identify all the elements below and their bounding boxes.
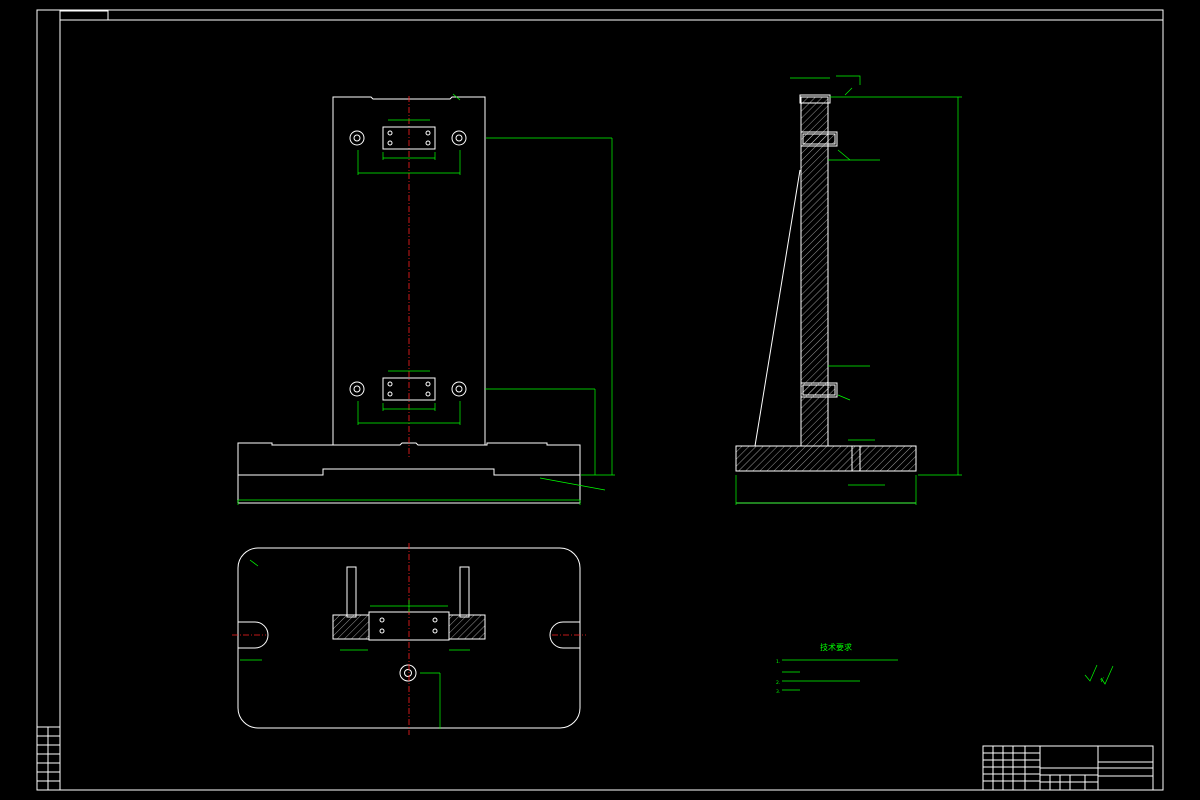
- upper-right-bolt-hole: [451, 130, 467, 146]
- side-view: [735, 75, 962, 505]
- plan-view-left-post: [346, 566, 357, 618]
- plan-view-right-post: [459, 566, 470, 618]
- plan-view-right-u-slot: [549, 621, 580, 649]
- side-view-dimension-lines: [735, 75, 962, 505]
- tech-req-item-3: 3.: [776, 689, 780, 695]
- upper-locator-block: [382, 126, 436, 150]
- plan-view-left-u-slot: [238, 621, 269, 649]
- front-view-upper-locator: [349, 119, 467, 175]
- technical-requirements: 技术要求 1. 2. 3.: [776, 642, 898, 695]
- plan-view-center-hole: [399, 664, 417, 682]
- upper-left-bolt-hole: [349, 130, 365, 146]
- surface-finish-symbol: √: [1084, 664, 1114, 685]
- side-view-upper-pin: [800, 131, 838, 147]
- lower-left-bolt-hole: [349, 381, 365, 397]
- front-view-dimension-lines: [237, 93, 615, 505]
- plan-view-right-clamp: [448, 614, 486, 640]
- left-revision-strip: [36, 726, 61, 791]
- corner-label-box: [59, 10, 109, 21]
- tech-req-item-1: 1.: [776, 659, 780, 665]
- front-view-lower-locator: [349, 370, 467, 425]
- plan-view: [232, 543, 586, 735]
- lower-right-bolt-hole: [451, 381, 467, 397]
- side-view-top-cap: [799, 94, 831, 104]
- lower-locator-block: [382, 377, 436, 401]
- side-view-base-hatch: [735, 445, 917, 472]
- tech-req-title: 技术要求: [820, 642, 852, 652]
- side-view-lower-pin: [800, 382, 838, 398]
- front-view: [237, 93, 615, 505]
- plan-view-dimension-lines: [240, 559, 470, 729]
- title-block: [982, 745, 1154, 791]
- side-view-base-slot: [851, 445, 861, 472]
- outer-sheet-border: [36, 9, 1164, 791]
- surface-finish-mark: √: [1100, 677, 1104, 684]
- front-view-base-outline: [237, 442, 581, 476]
- side-view-rib-line: [754, 169, 801, 447]
- tech-req-item-2: 2.: [776, 680, 780, 686]
- plan-view-left-clamp: [332, 614, 370, 640]
- inner-frame-border: [59, 19, 1164, 791]
- front-view-upright-outline: [332, 96, 486, 445]
